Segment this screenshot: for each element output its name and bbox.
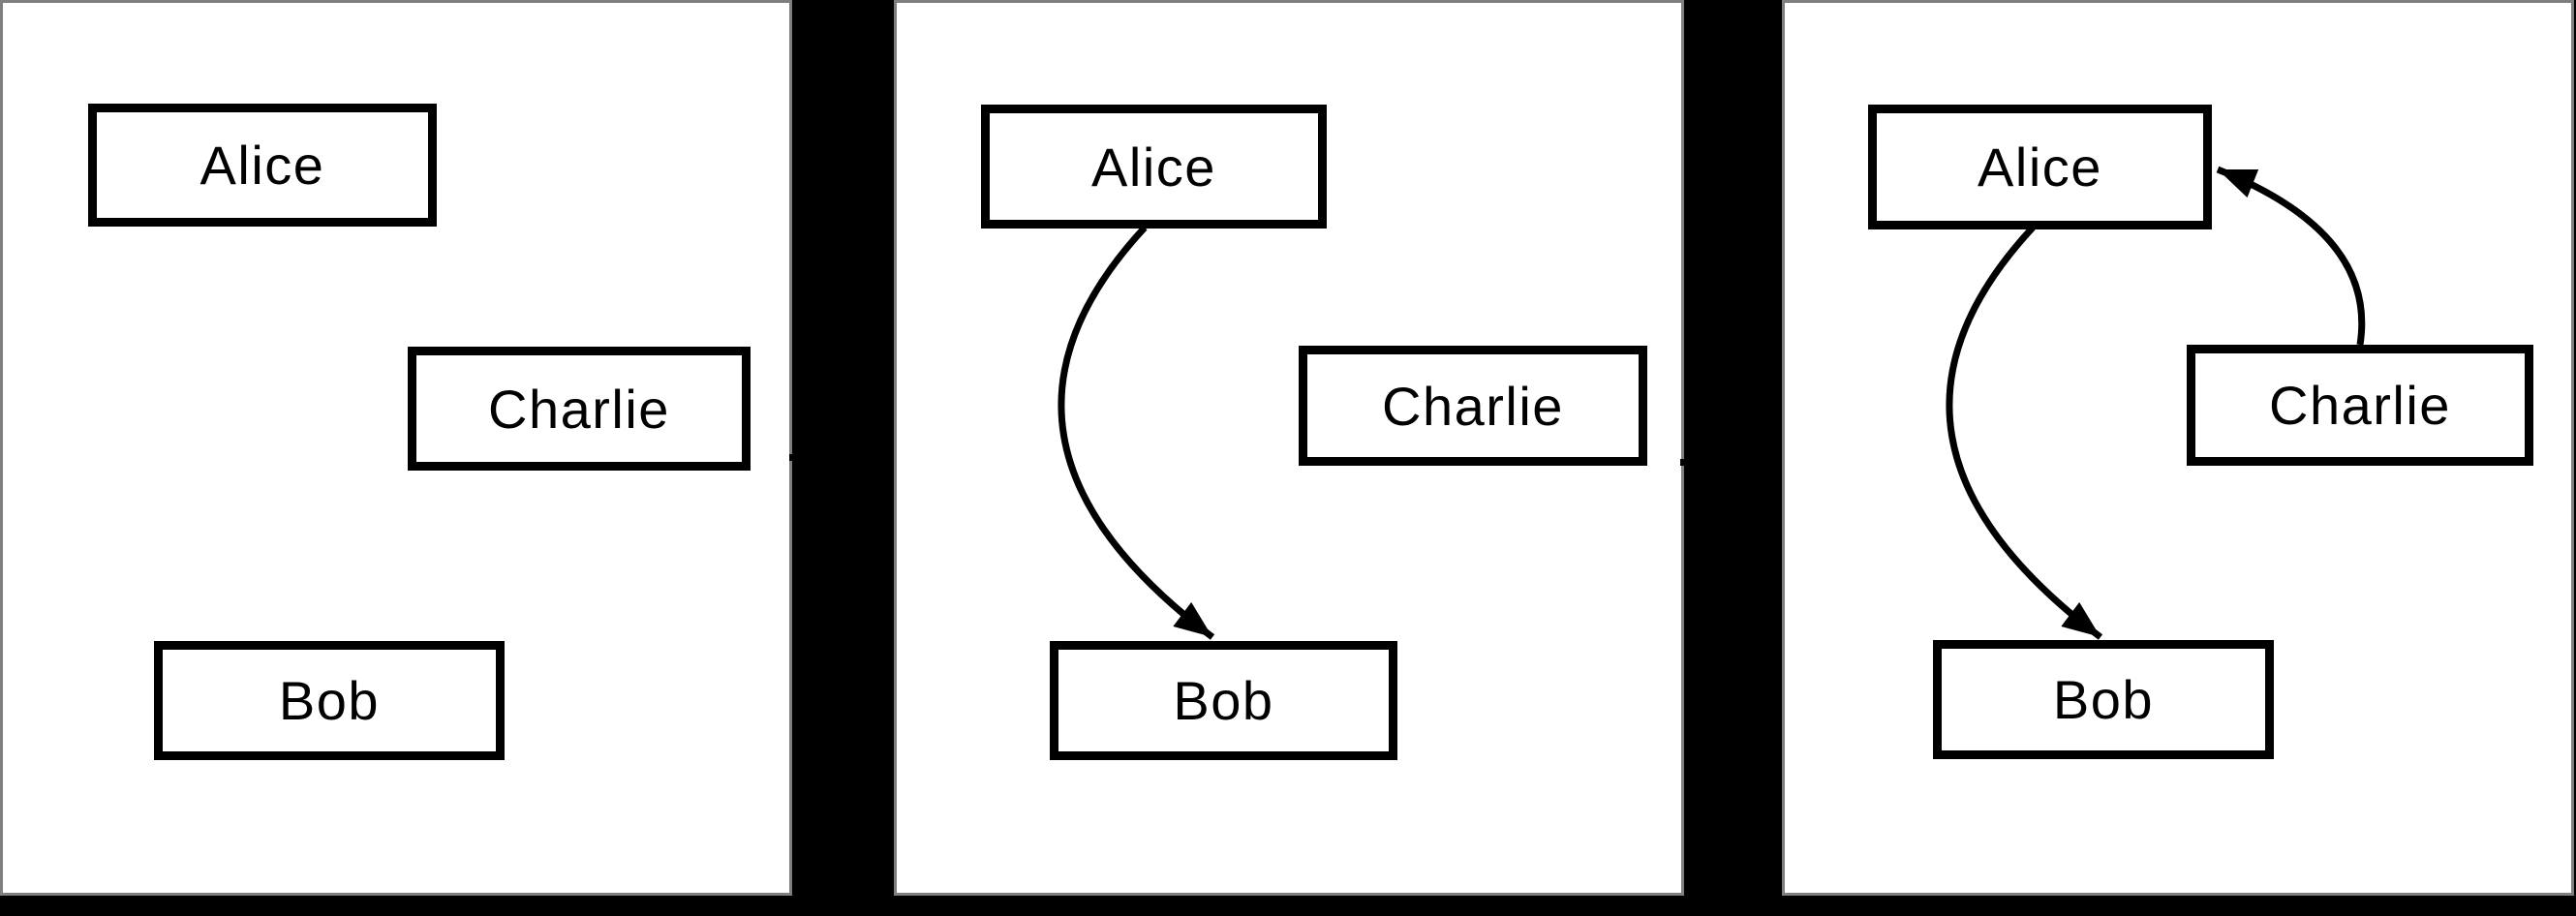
node-alice[interactable]: Alice xyxy=(981,105,1327,229)
edge-charlie-to-alice[interactable] xyxy=(2216,166,2366,346)
node-bob[interactable]: Bob xyxy=(1933,640,2274,759)
divider-handle-dot-2 xyxy=(1680,459,1687,466)
node-label-bob: Bob xyxy=(2052,669,2155,730)
node-bob[interactable]: Bob xyxy=(154,641,505,760)
edge-layer xyxy=(1946,166,2366,640)
divider-handle-dot-1 xyxy=(789,454,796,461)
node-alice[interactable]: Alice xyxy=(1868,105,2212,229)
node-alice[interactable]: Alice xyxy=(88,104,437,227)
node-bob[interactable]: Bob xyxy=(1050,641,1397,760)
edge-alice-to-bob[interactable] xyxy=(1946,225,2103,640)
node-label-bob: Bob xyxy=(1173,670,1274,731)
node-label-charlie: Charlie xyxy=(488,378,670,440)
edge-alice-to-bob[interactable] xyxy=(1058,225,1215,640)
pane-divider-2[interactable] xyxy=(1684,0,1782,916)
node-label-alice: Alice xyxy=(1978,137,2102,198)
node-charlie[interactable]: Charlie xyxy=(408,347,751,471)
node-label-charlie: Charlie xyxy=(1382,375,1564,437)
node-label-bob: Bob xyxy=(278,670,381,731)
node-charlie[interactable]: Charlie xyxy=(2187,345,2533,466)
node-label-alice: Alice xyxy=(1091,136,1216,198)
node-label-charlie: Charlie xyxy=(2269,375,2451,436)
pane-divider-1[interactable] xyxy=(792,0,894,916)
node-charlie[interactable]: Charlie xyxy=(1299,346,1647,466)
edge-layer xyxy=(1058,225,1215,640)
node-label-alice: Alice xyxy=(199,135,325,196)
